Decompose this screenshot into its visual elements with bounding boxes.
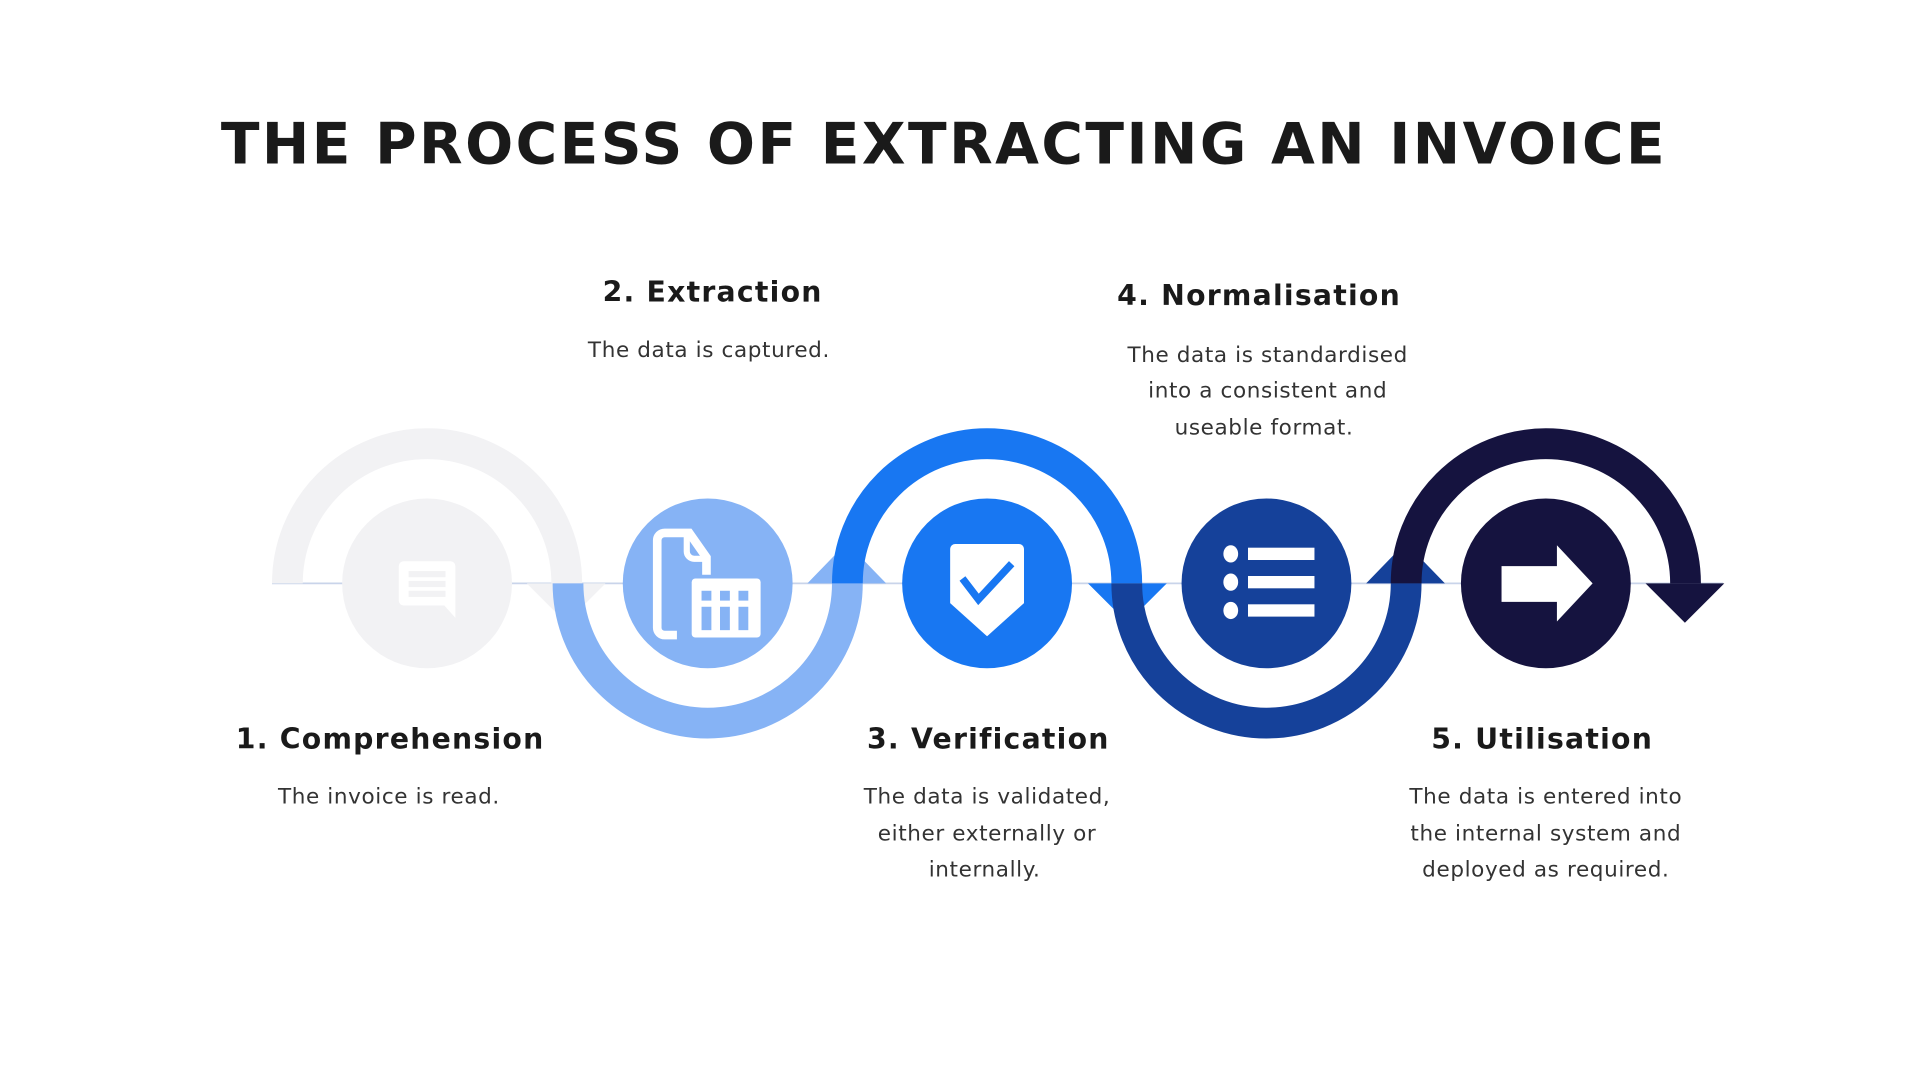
step-description: The data is entered into — [1408, 785, 1682, 810]
step-description: the internal system and — [1410, 822, 1681, 847]
step-description: either externally or — [878, 822, 1097, 847]
step-heading: 2. Extraction — [603, 276, 823, 309]
step-heading: 1. Comprehension — [236, 722, 545, 755]
step-description: internally. — [929, 857, 1041, 882]
step-heading: 3. Verification — [867, 722, 1110, 755]
step-5-text: 5. Utilisation The data is entered into … — [1408, 722, 1682, 882]
step-description: The data is validated, — [863, 785, 1111, 810]
page-title: THE PROCESS OF EXTRACTING AN INVOICE — [221, 112, 1667, 178]
step-3-text: 3. Verification The data is validated, e… — [863, 722, 1111, 882]
chat-icon — [398, 561, 456, 618]
step-description: The invoice is read. — [277, 785, 500, 810]
step-2-text: 2. Extraction The data is captured. — [587, 276, 830, 363]
step-description: The data is standardised — [1126, 343, 1407, 368]
step-1-text: 1. Comprehension The invoice is read. — [236, 722, 545, 810]
step-4-text: 4. Normalisation The data is standardise… — [1117, 279, 1407, 440]
shield-check-icon — [950, 544, 1024, 637]
list-icon — [1223, 545, 1315, 620]
step-description: The data is captured. — [587, 338, 830, 363]
step-description: into a consistent and — [1148, 379, 1387, 404]
step-heading: 5. Utilisation — [1431, 722, 1653, 755]
step-description: useable format. — [1175, 415, 1354, 440]
step-heading: 4. Normalisation — [1117, 279, 1401, 312]
step-description: deployed as required. — [1422, 857, 1669, 882]
document-table-icon — [652, 528, 761, 640]
arrow-right-icon — [1501, 545, 1593, 622]
step-5-arc — [1390, 428, 1725, 623]
